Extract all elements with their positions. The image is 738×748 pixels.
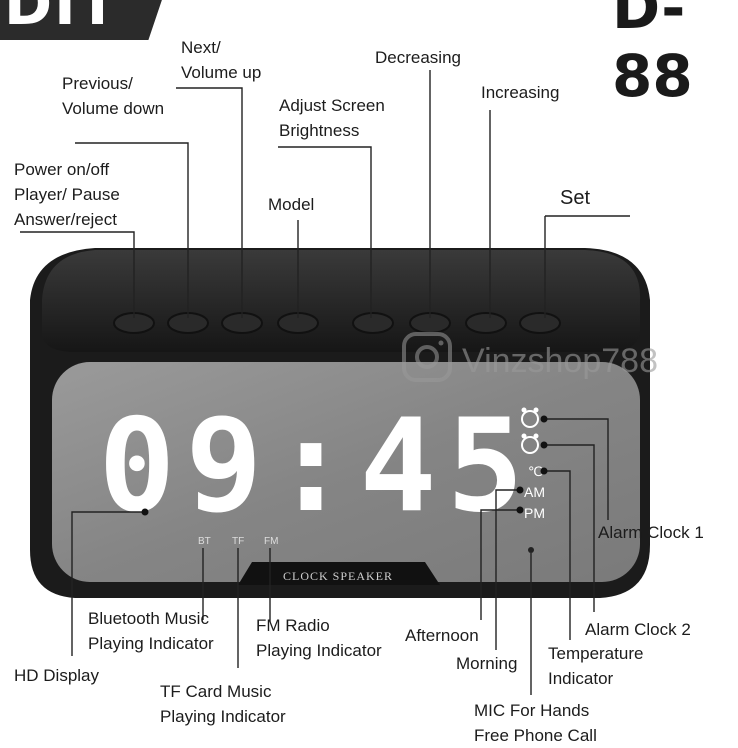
watermark-instagram-icon <box>402 332 452 382</box>
speaker-label-plate <box>238 562 440 585</box>
label-decreasing: Decreasing <box>375 48 461 67</box>
label-afternoon: Afternoon <box>405 626 479 645</box>
mic-hole <box>528 547 534 553</box>
control-buttons <box>113 312 561 334</box>
alarm-2-icon <box>521 433 539 454</box>
tf-indicator: TF <box>232 536 244 547</box>
set-button[interactable] <box>519 312 561 334</box>
mirror-display <box>52 362 640 582</box>
speaker-label: CLOCK SPEAKER <box>283 569 393 583</box>
label-model: Model <box>268 195 315 214</box>
bt-indicator: BT <box>198 536 211 547</box>
leader-dots <box>141 415 548 516</box>
label-power: Power on/off Player/ Pause Answer/reject <box>14 160 120 229</box>
leader-lines <box>20 70 630 695</box>
brand-fragment-left <box>0 0 170 40</box>
label-alarm-clock-2: Alarm Clock 2 <box>585 620 691 639</box>
brightness-button[interactable] <box>352 312 394 334</box>
label-fm-radio: FM Radio Playing Indicator <box>256 616 382 660</box>
am-indicator: AM <box>524 484 545 500</box>
label-previous-volume-down: Previous/ Volume down <box>62 74 165 118</box>
pm-indicator: PM <box>524 505 545 521</box>
label-next-volume-up: Next/ Volume up <box>181 38 262 82</box>
increase-button[interactable] <box>465 312 507 334</box>
label-bluetooth: Bluetooth Music Playing Indicator <box>88 609 214 653</box>
label-increasing: Increasing <box>481 83 560 102</box>
celsius-indicator: ℃ <box>528 464 543 479</box>
label-hd-display: HD Display <box>14 666 100 685</box>
label-alarm-clock-1: Alarm Clock 1 <box>598 523 704 542</box>
alarm-1-icon <box>521 407 539 428</box>
watermark-text: Vinzshop788 <box>462 342 658 380</box>
top-panel <box>41 250 641 352</box>
model-name: D-88 <box>612 0 693 110</box>
brand-fragment-left-text: DIT <box>4 0 120 38</box>
fm-indicator: FM <box>264 536 278 547</box>
label-mic: MIC For Hands Free Phone Call <box>474 701 597 745</box>
label-temperature: Temperature Indicator <box>548 644 644 688</box>
label-adjust-brightness: Adjust Screen Brightness <box>279 96 385 140</box>
label-set: Set <box>560 187 591 209</box>
label-tf-card: TF Card Music Playing Indicator <box>160 682 286 726</box>
label-morning: Morning <box>456 654 518 673</box>
time-display: 09:45 <box>98 392 533 541</box>
